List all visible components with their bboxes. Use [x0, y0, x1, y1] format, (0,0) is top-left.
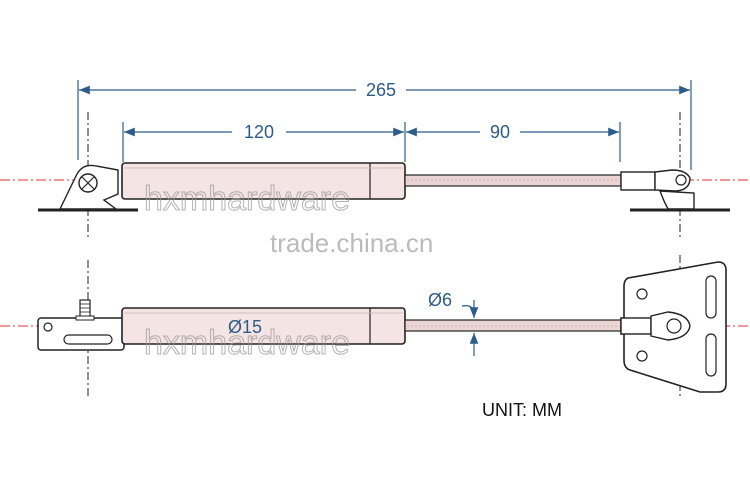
left-mount-plate [37, 317, 125, 351]
right-bracket [658, 190, 695, 210]
dim-stroke-label: 90 [490, 122, 510, 142]
bottom-view [37, 261, 727, 393]
dim-body-label: 120 [244, 122, 274, 142]
extension-lines [77, 80, 692, 170]
watermark-site: trade.china.cn [270, 228, 433, 258]
watermark-brand-bottom: hxmhardware [144, 324, 350, 362]
rod-diameter-label: Ø6 [428, 290, 452, 310]
watermark-brand-top: hxmhardware [144, 180, 350, 218]
body-diameter-label: Ø15 [228, 317, 262, 337]
top-view [38, 162, 730, 212]
rod-diameter-callout [461, 300, 479, 356]
piston-rod-bottom [404, 319, 622, 332]
dim-overall-label: 265 [366, 80, 396, 100]
piston-rod-top [404, 174, 622, 187]
unit-label: UNIT: MM [482, 400, 562, 420]
